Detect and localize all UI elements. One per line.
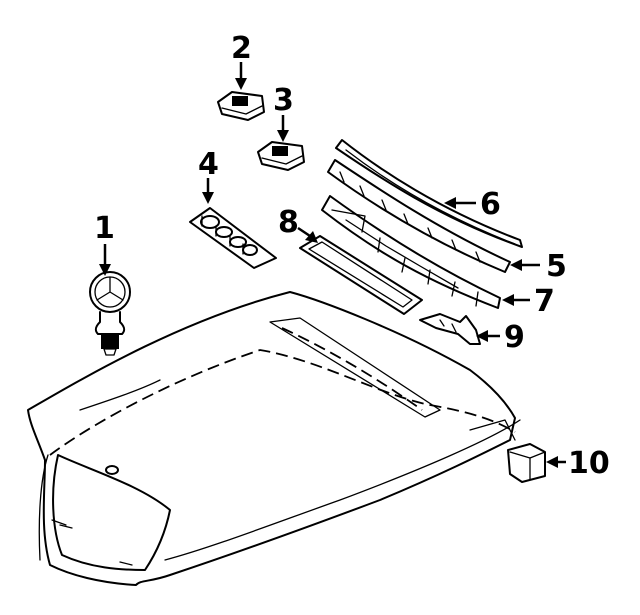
leader-lines: [99, 62, 566, 468]
washer-nozzle-bracket: [189, 207, 277, 269]
callout-labels: 1 2 3 4 5 6 7 8 9 10: [94, 31, 610, 481]
callout-10: 10: [568, 446, 610, 481]
hood-latch-clip: [217, 91, 265, 121]
cowl-bracket: [419, 313, 481, 345]
hood-ornament-star: [89, 271, 131, 356]
callout-9: 9: [504, 320, 525, 355]
cowl-vent-grille: [327, 159, 511, 273]
callout-5: 5: [546, 249, 567, 284]
cowl-seal-strip: [335, 139, 523, 248]
hood-panel: [27, 291, 521, 586]
callout-3: 3: [273, 83, 294, 118]
callout-4: 4: [198, 147, 219, 182]
callout-2: 2: [231, 31, 252, 66]
callout-8: 8: [278, 205, 299, 240]
callout-7: 7: [534, 284, 555, 319]
hood-insulator-seal-frame: [299, 235, 423, 315]
callout-1: 1: [94, 211, 115, 246]
cowl-panel-lower: [321, 195, 501, 309]
callout-6: 6: [480, 187, 501, 222]
hood-bumper: [507, 443, 546, 483]
hood-latch-clip-lower: [257, 141, 305, 171]
